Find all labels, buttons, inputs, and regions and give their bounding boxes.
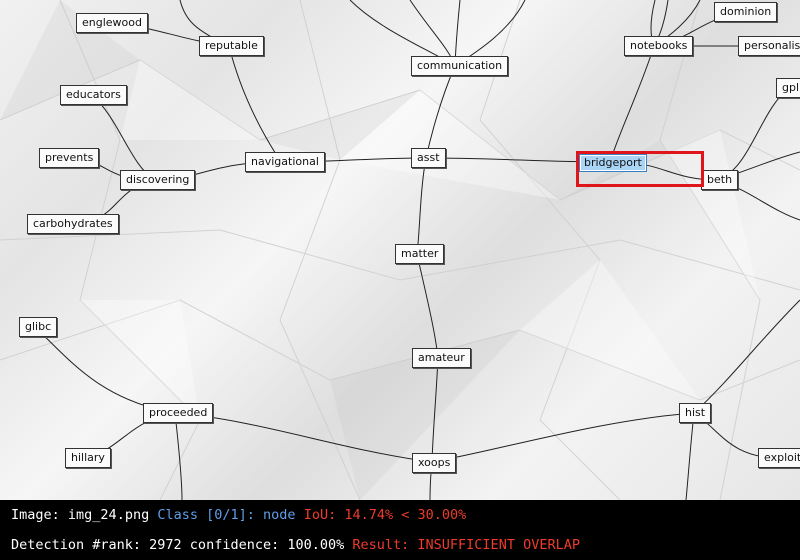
edge [34, 326, 176, 414]
node-personalise[interactable]: personalise [738, 36, 800, 56]
edge [416, 157, 427, 255]
node-hillary[interactable]: hillary [65, 448, 111, 468]
node-bridgeport[interactable]: bridgeport [579, 154, 647, 172]
node-carbohydrates[interactable]: carbohydrates [27, 214, 119, 234]
node-notebooks[interactable]: notebooks [624, 36, 694, 56]
edge [693, 299, 800, 414]
iou-readout: IoU: 14.74% < 30.00% [303, 507, 467, 523]
node-exploita[interactable]: exploita [758, 448, 800, 468]
edge [425, 65, 456, 159]
class-name: node [263, 507, 296, 523]
node-englewood[interactable]: englewood [76, 13, 148, 33]
edge [174, 412, 433, 463]
edge [685, 412, 695, 500]
node-amateur[interactable]: amateur [412, 348, 471, 368]
node-glibc[interactable]: glibc [19, 317, 58, 337]
node-xoops[interactable]: xoops [412, 453, 457, 473]
edge [609, 45, 655, 163]
image-label: Image: [11, 507, 60, 523]
edge [716, 87, 790, 181]
node-gpl[interactable]: gpl [776, 78, 800, 98]
status-line-image: Image: img_24.png Class [0/1]: node IoU:… [11, 507, 466, 523]
result-readout: Result: INSUFFICIENT OVERLAP [352, 537, 580, 553]
edge [416, 253, 439, 359]
node-reputable[interactable]: reputable [199, 36, 264, 56]
edge [228, 45, 282, 163]
node-dominion[interactable]: dominion [714, 2, 778, 22]
diagram-viewport: englewood reputable communication notebo… [0, 0, 800, 500]
node-discovering[interactable]: discovering [120, 170, 196, 190]
image-name: img_24.png [67, 507, 150, 523]
status-line-detection: Detection #rank: 2972 confidence: 100.00… [11, 537, 580, 553]
class-label: Class [0/1]: [157, 507, 255, 523]
detection-status-bar: Image: img_24.png Class [0/1]: node IoU:… [0, 500, 800, 560]
detection-bounding-box [576, 151, 704, 187]
edge [431, 412, 695, 463]
edge [431, 357, 439, 463]
edge [174, 412, 183, 500]
detection-readout: Detection #rank: 2972 confidence: 100.00… [11, 537, 345, 553]
node-matter[interactable]: matter [395, 244, 445, 264]
node-hist[interactable]: hist [679, 403, 712, 423]
edge [91, 94, 156, 181]
node-educators[interactable]: educators [60, 85, 127, 105]
node-prevents[interactable]: prevents [39, 148, 100, 168]
node-beth[interactable]: beth [701, 170, 739, 190]
node-asst[interactable]: asst [411, 148, 446, 168]
crumpled-paper-background [0, 0, 800, 500]
node-proceeded[interactable]: proceeded [143, 403, 214, 423]
node-communication[interactable]: communication [411, 56, 509, 76]
node-navigational[interactable]: navigational [245, 152, 325, 172]
